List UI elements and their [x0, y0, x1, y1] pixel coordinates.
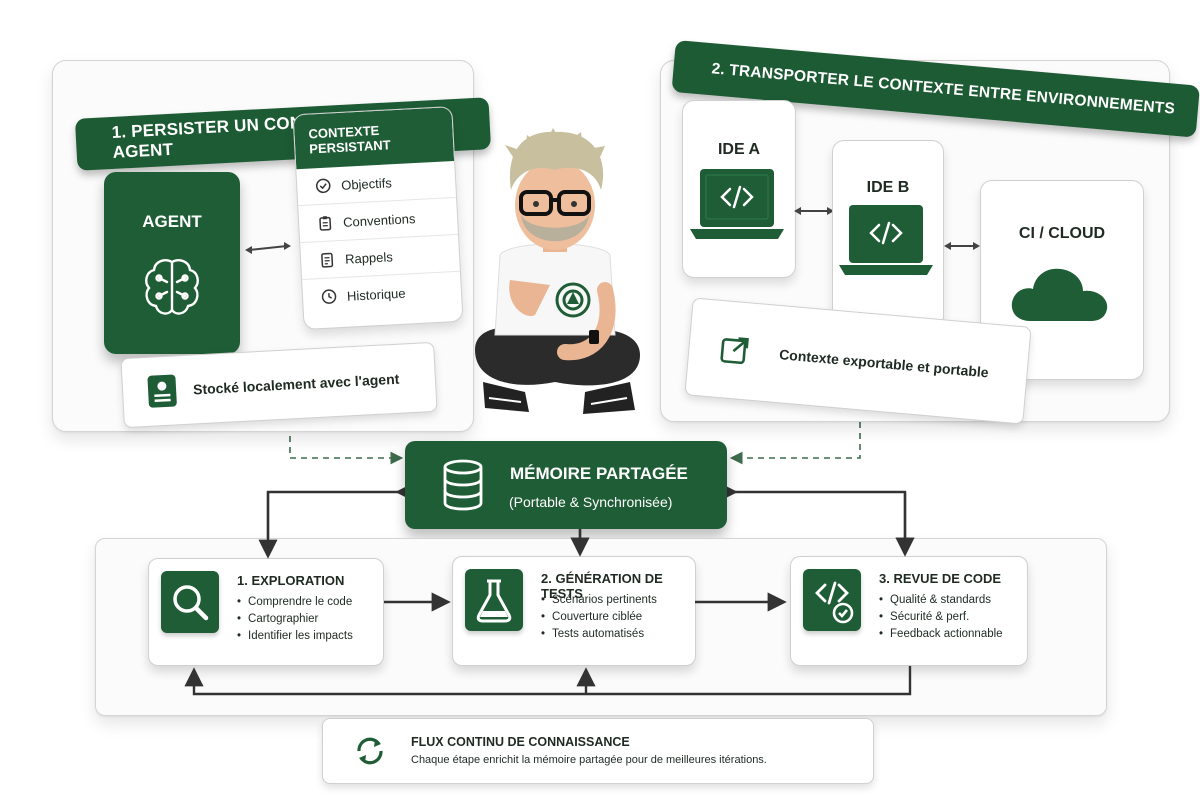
stage-test-generation: 2. Génération de tests Scénarios pertine…: [452, 556, 696, 666]
stage-code-review: 3. Revue de code Qualité & standards Séc…: [790, 556, 1028, 666]
flux-title: FLUX CONTINU DE CONNAISSANCE: [411, 735, 630, 749]
context-item: Historique: [302, 272, 462, 316]
clock-icon: [321, 289, 337, 304]
export-icon: [720, 337, 749, 365]
stage-bullet: Scénarios pertinents: [541, 592, 657, 609]
developer-avatar: [475, 128, 640, 414]
dashed-link-left: [283, 415, 404, 465]
stage-bullet: Identifier les impacts: [237, 628, 353, 645]
stage-bullets: Scénarios pertinents Couverture ciblée T…: [541, 592, 657, 643]
env-label: IDE B: [866, 179, 910, 196]
stage-bullet: Feedback actionnable: [879, 626, 1003, 643]
context-card: Contexte persistant Objectifs Convention…: [292, 105, 464, 331]
stage-title: 3. Revue de code: [879, 571, 1002, 586]
flask-icon: [465, 569, 523, 631]
context-item-label: Conventions: [342, 210, 416, 230]
laptop-code-icon: [839, 205, 933, 275]
shared-memory-card: MÉMOIRE PARTAGÉE (Portable & Synchronisé…: [405, 441, 727, 529]
stage-bullet: Sécurité & perf.: [879, 609, 1003, 626]
section1-footer: Stocké localement avec l'agent: [120, 341, 438, 429]
section1-footer-text: Stocké localement avec l'agent: [192, 370, 400, 398]
env-ide-b: IDE B: [832, 140, 944, 328]
agent-label: AGENT: [142, 212, 202, 231]
env-label: CI / CLOUD: [1018, 225, 1106, 242]
stage-bullets: Comprendre le code Cartographier Identif…: [237, 594, 353, 645]
env-label: IDE A: [717, 141, 761, 158]
memory-subtitle: (Portable & Synchronisée): [509, 494, 673, 510]
env-ide-a: IDE A: [682, 100, 796, 278]
cloud-icon: [1011, 268, 1108, 321]
stage-bullet: Comprendre le code: [237, 594, 353, 611]
flux-text: Chaque étape enrichit la mémoire partagé…: [411, 754, 767, 766]
id-card-icon: [147, 374, 177, 408]
context-item-label: Objectifs: [340, 174, 393, 193]
note-icon: [321, 252, 334, 268]
context-item: Objectifs: [296, 160, 457, 207]
stage-bullet: Tests automatisés: [541, 626, 657, 643]
env-ci-cloud: CI / CLOUD: [980, 180, 1144, 380]
stage-bullet: Cartographier: [237, 611, 353, 628]
ide-link-ab: [794, 207, 834, 215]
magnifier-icon: [161, 571, 219, 633]
laptop-code-icon: [690, 169, 784, 239]
section2-footer: Contexte exportable et portable: [684, 297, 1032, 425]
stage-title: 1. Exploration: [237, 573, 345, 588]
context-item: Rappels: [300, 234, 460, 281]
context-item-label: Historique: [346, 285, 406, 304]
database-icon: [443, 459, 483, 511]
brain-icon: [145, 259, 199, 315]
check-circle-icon: [315, 178, 331, 194]
section2-footer-text: Contexte exportable et portable: [778, 346, 990, 381]
clipboard-icon: [319, 216, 332, 231]
stage-exploration: 1. Exploration Comprendre le code Cartog…: [148, 558, 384, 666]
stage-bullet: Couverture ciblée: [541, 609, 657, 626]
context-header: Contexte persistant: [293, 107, 455, 170]
code-check-icon: [803, 569, 861, 631]
stage-bullets: Qualité & standards Sécurité & perf. Fee…: [879, 592, 1003, 643]
context-item-label: Rappels: [344, 248, 394, 267]
memory-title: MÉMOIRE PARTAGÉE: [510, 464, 688, 483]
agent-context-link: [245, 242, 291, 254]
context-item: Conventions: [298, 197, 458, 244]
stage-bullet: Qualité & standards: [879, 592, 1003, 609]
ide-link-bc: [944, 242, 980, 250]
dashed-link-right: [729, 390, 867, 465]
agent-card: AGENT: [104, 172, 240, 354]
refresh-icon: [357, 737, 383, 765]
knowledge-flow-card: FLUX CONTINU DE CONNAISSANCE Chaque étap…: [322, 718, 874, 784]
